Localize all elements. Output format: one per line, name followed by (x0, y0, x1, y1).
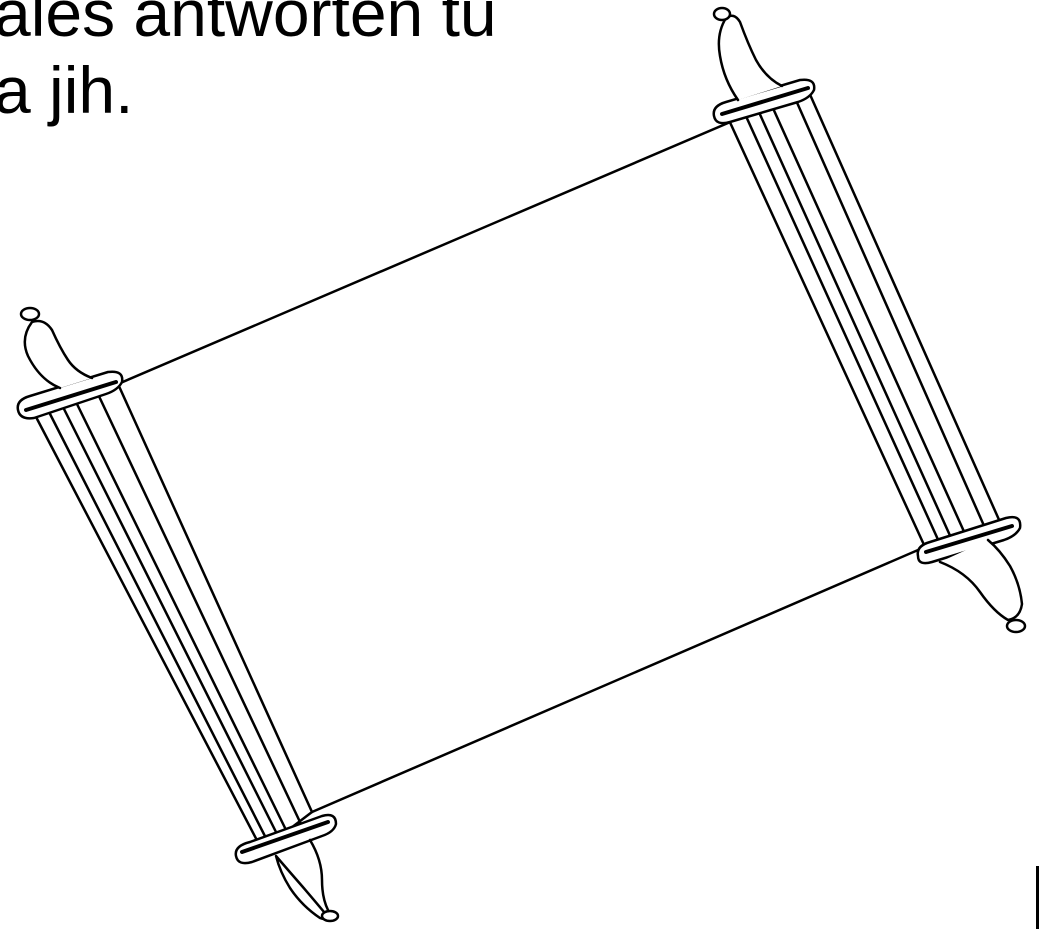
slide-text-line-1: ales antworten tu (0, 0, 497, 50)
scroll-roller-left (16, 306, 340, 923)
scroll-roller-right (712, 6, 1027, 634)
edge-mark (1036, 866, 1039, 929)
scroll-parchment (116, 118, 927, 814)
slide-text-line-2: a jih. (0, 53, 134, 127)
